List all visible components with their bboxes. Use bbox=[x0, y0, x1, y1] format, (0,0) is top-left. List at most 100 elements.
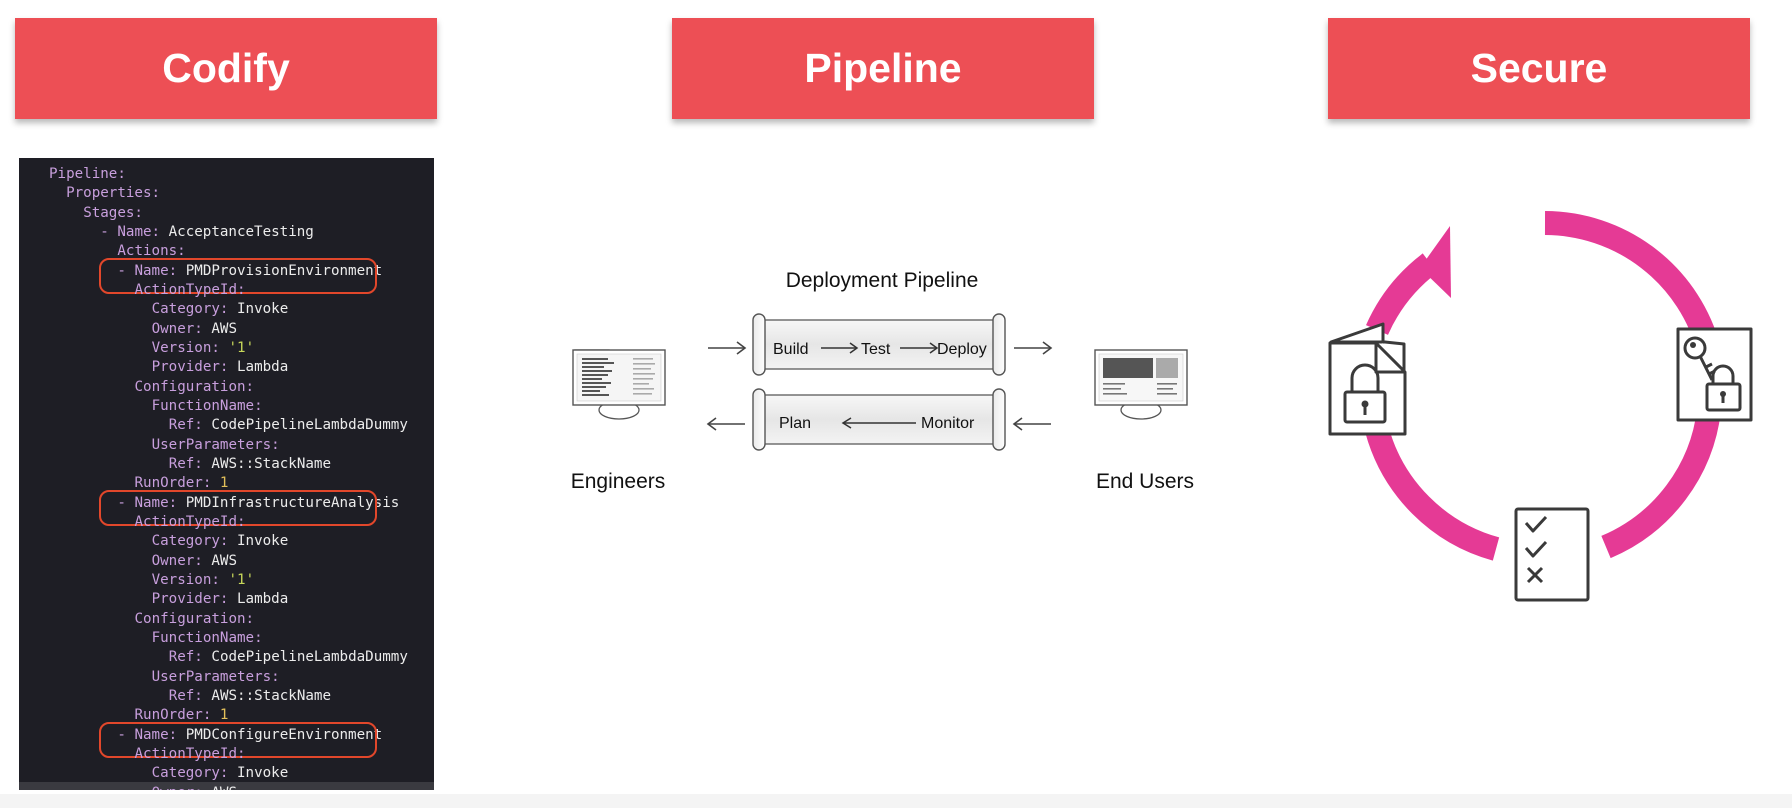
code-line: Stages: bbox=[83, 204, 143, 223]
code-key: Pipeline: bbox=[49, 166, 126, 182]
code-line: - Name: PMDInfrastructureAnalysis bbox=[117, 494, 399, 513]
pipeline-header: Pipeline bbox=[672, 18, 1094, 119]
code-key: RunOrder: bbox=[134, 475, 212, 492]
cycle-arc-left-lower bbox=[1365, 426, 1500, 561]
code-key: Owner: bbox=[152, 785, 203, 790]
code-line: Provider: Lambda bbox=[152, 358, 289, 377]
code-key: Stages: bbox=[83, 204, 143, 221]
code-value: Invoke bbox=[237, 301, 289, 318]
code-value: AWS bbox=[211, 552, 238, 569]
code-line: UserParameters: bbox=[152, 668, 280, 687]
code-value: AWS bbox=[211, 785, 237, 790]
page-bottom-bar bbox=[0, 794, 1792, 808]
code-key: - Name: bbox=[117, 494, 178, 511]
code-value: Invoke bbox=[237, 765, 289, 782]
bottom-pipeline-tube bbox=[752, 388, 1006, 451]
code-key: Version: bbox=[151, 571, 220, 588]
code-line: FunctionName: bbox=[152, 629, 263, 648]
code-line: Version: '1' bbox=[152, 571, 255, 590]
deployment-pipeline-diagram: Deployment Pipeline Build Test Deploy Pl… bbox=[571, 269, 1194, 493]
code-key: RunOrder: bbox=[134, 707, 212, 724]
code-line: Owner: AWS bbox=[152, 320, 237, 339]
stage-monitor: Monitor bbox=[921, 415, 975, 432]
code-value: 1 bbox=[219, 475, 229, 492]
code-key: UserParameters: bbox=[151, 436, 280, 453]
code-key: Ref: bbox=[168, 455, 203, 472]
code-highlight-box bbox=[99, 489, 378, 526]
code-key: UserParameters: bbox=[151, 668, 280, 685]
code-value: AcceptanceTesting bbox=[168, 223, 314, 240]
code-line: Pipeline: bbox=[49, 165, 126, 184]
code-key: - Name: bbox=[117, 726, 178, 743]
code-line: Configuration: bbox=[135, 378, 255, 397]
cycle-arrowhead bbox=[1420, 226, 1451, 298]
top-pipeline-tube bbox=[752, 313, 1006, 376]
code-highlight-box bbox=[99, 721, 378, 758]
end-users-monitor-icon bbox=[1094, 349, 1188, 420]
code-line: RunOrder: 1 bbox=[135, 474, 229, 493]
code-key: Configuration: bbox=[134, 610, 255, 627]
code-value: '1' bbox=[228, 339, 255, 356]
pipeline-title: Deployment Pipeline bbox=[786, 269, 979, 292]
cycle-arc-left-upper bbox=[1366, 253, 1438, 336]
code-key: Ref: bbox=[168, 687, 203, 704]
code-value: CodePipelineLambdaDummy bbox=[211, 417, 408, 434]
code-value: CodePipelineLambdaDummy bbox=[211, 649, 408, 666]
code-line: Ref: CodePipelineLambdaDummy bbox=[169, 648, 408, 667]
cycle-arc-right-lower bbox=[1601, 408, 1721, 559]
stage-test: Test bbox=[861, 341, 891, 358]
code-key: ActionTypeId: bbox=[134, 281, 246, 298]
code-key: ActionTypeId: bbox=[134, 513, 246, 530]
code-line: Category: Invoke bbox=[152, 300, 289, 319]
code-key: Category: bbox=[151, 533, 229, 550]
code-key: Ref: bbox=[168, 649, 203, 666]
flow-arrows bbox=[706, 341, 1053, 431]
code-key: Owner: bbox=[151, 552, 203, 569]
stage-build: Build bbox=[773, 341, 809, 358]
code-line: - Name: PMDProvisionEnvironment bbox=[117, 262, 382, 281]
code-key: FunctionName: bbox=[151, 397, 263, 414]
code-key: Ref: bbox=[168, 417, 203, 434]
code-value: PMDConfigureEnvironment bbox=[185, 726, 383, 743]
code-key: Provider: bbox=[151, 591, 229, 608]
code-line: Owner: AWS bbox=[152, 552, 237, 571]
code-line: Ref: CodePipelineLambdaDummy bbox=[169, 416, 408, 435]
secure-cycle-diagram bbox=[1328, 211, 1753, 602]
engineers-monitor-icon bbox=[572, 349, 666, 420]
code-line: Actions: bbox=[117, 242, 185, 261]
code-line: Provider: Lambda bbox=[152, 590, 289, 609]
code-value: AWS::StackName bbox=[211, 687, 331, 704]
code-key: ActionTypeId: bbox=[134, 745, 246, 762]
codify-header: Codify bbox=[15, 18, 437, 119]
code-panel: Pipeline: Properties: Stages: - Name: Accep… bbox=[19, 158, 434, 790]
code-key: FunctionName: bbox=[151, 629, 263, 646]
code-value: 1 bbox=[219, 707, 229, 724]
code-line: Version: '1' bbox=[152, 339, 255, 358]
code-key: Properties: bbox=[66, 185, 161, 202]
code-line: ActionTypeId: bbox=[135, 281, 246, 300]
code-key: Provider: bbox=[151, 359, 229, 376]
code-key: - Name: bbox=[100, 223, 161, 240]
secure-header: Secure bbox=[1328, 18, 1750, 119]
code-value: PMDInfrastructureAnalysis bbox=[185, 494, 400, 511]
code-value: Lambda bbox=[237, 359, 289, 376]
code-key: Category: bbox=[151, 301, 229, 318]
code-line: Ref: AWS::StackName bbox=[169, 455, 331, 474]
code-value: AWS bbox=[211, 320, 238, 337]
code-line: ActionTypeId: bbox=[135, 513, 246, 532]
engineers-label: Engineers bbox=[571, 470, 666, 493]
code-key: Configuration: bbox=[134, 378, 255, 395]
code-line: Ref: AWS::StackName bbox=[169, 687, 331, 706]
stage-deploy: Deploy bbox=[937, 341, 987, 358]
code-value: AWS::StackName bbox=[211, 455, 331, 472]
code-line: Properties: bbox=[66, 184, 160, 203]
code-line: - Name: PMDConfigureEnvironment bbox=[117, 726, 382, 745]
code-line: Category: Invoke bbox=[152, 764, 289, 783]
code-value: PMDProvisionEnvironment bbox=[185, 262, 383, 279]
code-key: Version: bbox=[151, 339, 220, 356]
code-line: Owner: AWS bbox=[152, 784, 237, 790]
code-key: Actions: bbox=[117, 243, 186, 260]
code-line: ActionTypeId: bbox=[135, 745, 246, 764]
code-value: Invoke bbox=[237, 533, 289, 550]
code-panel-scrollbar[interactable] bbox=[19, 782, 434, 790]
